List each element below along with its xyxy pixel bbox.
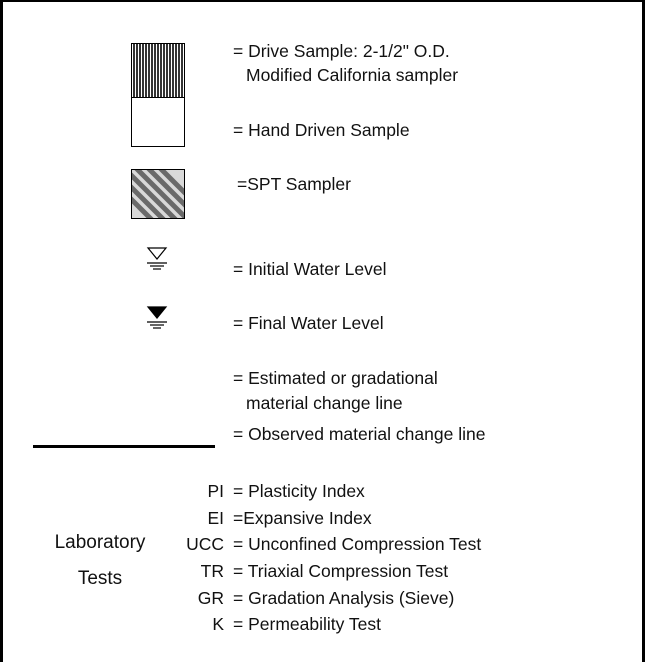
lab-tests-label-line1: Laboratory xyxy=(54,532,146,553)
drive-sample-icon xyxy=(131,43,185,99)
hand-driven-sample-text: = Hand Driven Sample xyxy=(233,120,410,140)
drive-sample-text-2: Modified California sampler xyxy=(246,65,459,85)
initial-water-level-icon xyxy=(146,247,168,270)
lab-code-gr: GR xyxy=(197,588,224,608)
lab-desc-pi: = Plasticity Index xyxy=(233,481,365,501)
estimated-change-line-text-2: material change line xyxy=(246,393,403,413)
lab-code-pi: PI xyxy=(207,481,224,501)
lab-desc-tr: = Triaxial Compression Test xyxy=(233,561,449,581)
hand-driven-sample-icon xyxy=(131,97,185,147)
lab-code-ucc: UCC xyxy=(186,534,224,554)
final-water-level-text: = Final Water Level xyxy=(233,313,384,333)
lab-desc-gr: = Gradation Analysis (Sieve) xyxy=(233,588,455,608)
lab-tests-label-line2: Tests xyxy=(77,568,123,589)
lab-desc-ucc: = Unconfined Compression Test xyxy=(233,534,482,554)
final-water-level-icon xyxy=(146,306,168,329)
lab-desc-ei: =Expansive Index xyxy=(233,508,372,528)
estimated-change-line-text-1: = Estimated or gradational xyxy=(233,368,438,388)
lab-code-tr: TR xyxy=(200,561,224,581)
drive-sample-text-1: = Drive Sample: 2-1/2" O.D. xyxy=(233,41,450,61)
lab-code-ei: EI xyxy=(207,508,224,528)
spt-sampler-icon xyxy=(131,169,185,219)
spt-sampler-text: =SPT Sampler xyxy=(237,174,351,194)
observed-change-line-text: = Observed material change line xyxy=(233,424,486,444)
lab-desc-k: = Permeability Test xyxy=(233,614,382,634)
initial-water-level-text: = Initial Water Level xyxy=(233,259,387,279)
observed-change-line-icon xyxy=(33,445,215,448)
lab-code-k: K xyxy=(212,614,224,634)
